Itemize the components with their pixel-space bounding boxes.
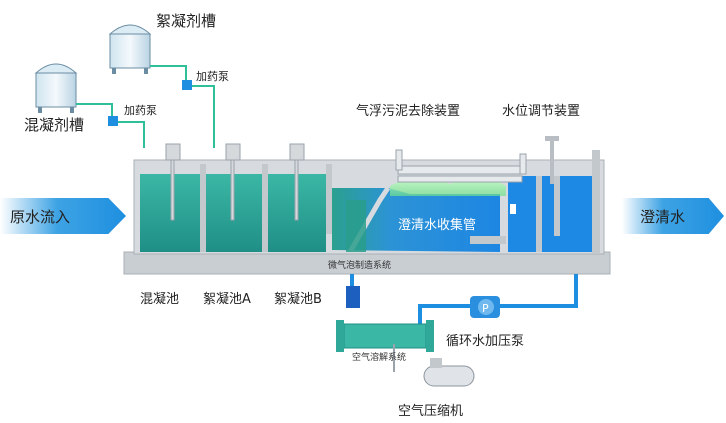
flocculation-tank-b-label: 絮凝池B xyxy=(274,292,322,307)
flocculation-tank-a-label: 絮凝池A xyxy=(203,292,251,307)
raw-water-arrow xyxy=(0,198,126,234)
dosing-pump-icons xyxy=(108,80,192,126)
level-adjuster-device xyxy=(545,136,559,184)
sludge-skimmer xyxy=(395,149,527,183)
coagulant-tank-label: 混凝剂槽 xyxy=(24,116,85,134)
recirculation-pump-label: 循环水加压泵 xyxy=(446,334,525,349)
treatment-tank xyxy=(123,150,611,275)
dosing-pump-label-2: 加药泵 xyxy=(124,104,157,117)
clear-water-arrow xyxy=(622,198,724,234)
mixers xyxy=(165,143,305,221)
clear-water-pipe-label: 澄清水收集管 xyxy=(398,218,477,233)
air-compressor xyxy=(393,344,475,387)
clear-water-pipe-graphic xyxy=(470,236,506,244)
dosing-pump-label-1: 加药泵 xyxy=(196,70,229,83)
air-dissolving-tank xyxy=(336,286,434,352)
flocculant-tank-label: 絮凝剂槽 xyxy=(156,12,217,30)
microbubble-system-label: 微气泡制造系统 xyxy=(328,261,392,271)
svg-text:P: P xyxy=(482,302,489,315)
coagulant-tank xyxy=(34,63,78,113)
sludge-removal-label: 气浮污泥去除装置 xyxy=(356,104,461,119)
air-compressor-label: 空气压缩机 xyxy=(398,404,464,419)
clear-water-label: 澄清水 xyxy=(640,208,686,226)
raw-water-label: 原水流入 xyxy=(10,208,71,226)
coagulation-tank-label: 混凝池 xyxy=(140,292,180,307)
level-adjuster-label: 水位调节装置 xyxy=(502,104,581,119)
air-dissolving-label: 空气溶解系统 xyxy=(352,353,407,363)
recirculation-pipes xyxy=(350,274,578,324)
recirculation-pump: P xyxy=(470,296,500,318)
flocculant-tank xyxy=(108,24,152,74)
